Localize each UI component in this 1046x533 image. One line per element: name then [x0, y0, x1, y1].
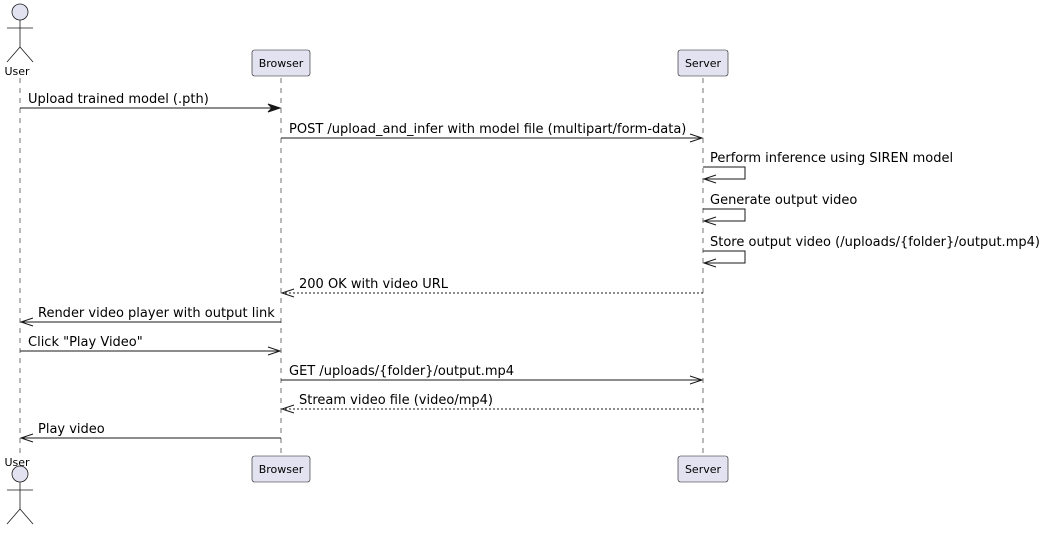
- arrow-head: [689, 133, 704, 143]
- participant-server-top: Server: [677, 49, 729, 77]
- message-4: Generate output video: [702, 193, 857, 226]
- message-label: POST /upload_and_infer with model file (…: [289, 122, 686, 137]
- actor-user-label-top: User: [4, 65, 30, 78]
- message-label: Upload trained model (.pth): [28, 92, 209, 107]
- message-6: 200 OK with video URL: [280, 277, 703, 298]
- message-10: Stream video file (video/mp4): [280, 393, 703, 414]
- arrow-head: [702, 174, 717, 184]
- actor-user-bottom: User: [4, 456, 34, 525]
- message-11: Play video: [19, 422, 281, 443]
- arrow-head: [702, 258, 717, 268]
- message-2: POST /upload_and_infer with model file (…: [281, 122, 704, 143]
- message-5: Store output video (/uploads/{folder}/ou…: [702, 235, 1040, 268]
- message-label: Stream video file (video/mp4): [299, 393, 493, 408]
- message-label: Render video player with output link: [38, 306, 275, 321]
- participant-browser-label-bottom: Browser: [259, 463, 304, 476]
- message-label: Perform inference using SIREN model: [710, 151, 953, 166]
- arrow-head: [280, 404, 295, 414]
- actor-user-top: User: [4, 3, 34, 78]
- arrow-head: [702, 216, 717, 226]
- participant-server-label-bottom: Server: [685, 463, 722, 476]
- participant-server-label-top: Server: [685, 57, 722, 70]
- message-label: Play video: [38, 422, 105, 437]
- message-label: 200 OK with video URL: [299, 277, 449, 292]
- message-line: [703, 250, 746, 264]
- message-line: [703, 208, 746, 222]
- lifelines: [19, 78, 704, 455]
- message-line: [703, 166, 746, 180]
- actor-user-label-bottom: User: [4, 456, 30, 469]
- participant-browser-bottom: Browser: [251, 455, 311, 483]
- message-3: Perform inference using SIREN model: [702, 151, 953, 184]
- message-label: Generate output video: [710, 193, 857, 208]
- participant-browser-label-top: Browser: [259, 57, 304, 70]
- messages: Upload trained model (.pth) POST /upload_…: [19, 92, 1040, 443]
- message-label: Click "Play Video": [28, 335, 143, 350]
- message-8: Click "Play Video": [20, 335, 282, 356]
- participant-browser-top: Browser: [251, 49, 311, 77]
- arrow-head: [19, 433, 34, 443]
- participant-server-bottom: Server: [677, 455, 729, 483]
- arrow-head: [19, 317, 34, 327]
- message-7: Render video player with output link: [19, 306, 281, 327]
- arrow-head: [280, 288, 295, 298]
- arrow-head: [689, 375, 704, 385]
- message-label: Store output video (/uploads/{folder}/ou…: [710, 235, 1040, 250]
- message-label: GET /uploads/{folder}/output.mp4: [289, 364, 514, 379]
- message-9: GET /uploads/{folder}/output.mp4: [281, 364, 704, 385]
- message-1: Upload trained model (.pth): [20, 92, 282, 113]
- arrow-head: [267, 103, 282, 113]
- arrow-head: [267, 346, 282, 356]
